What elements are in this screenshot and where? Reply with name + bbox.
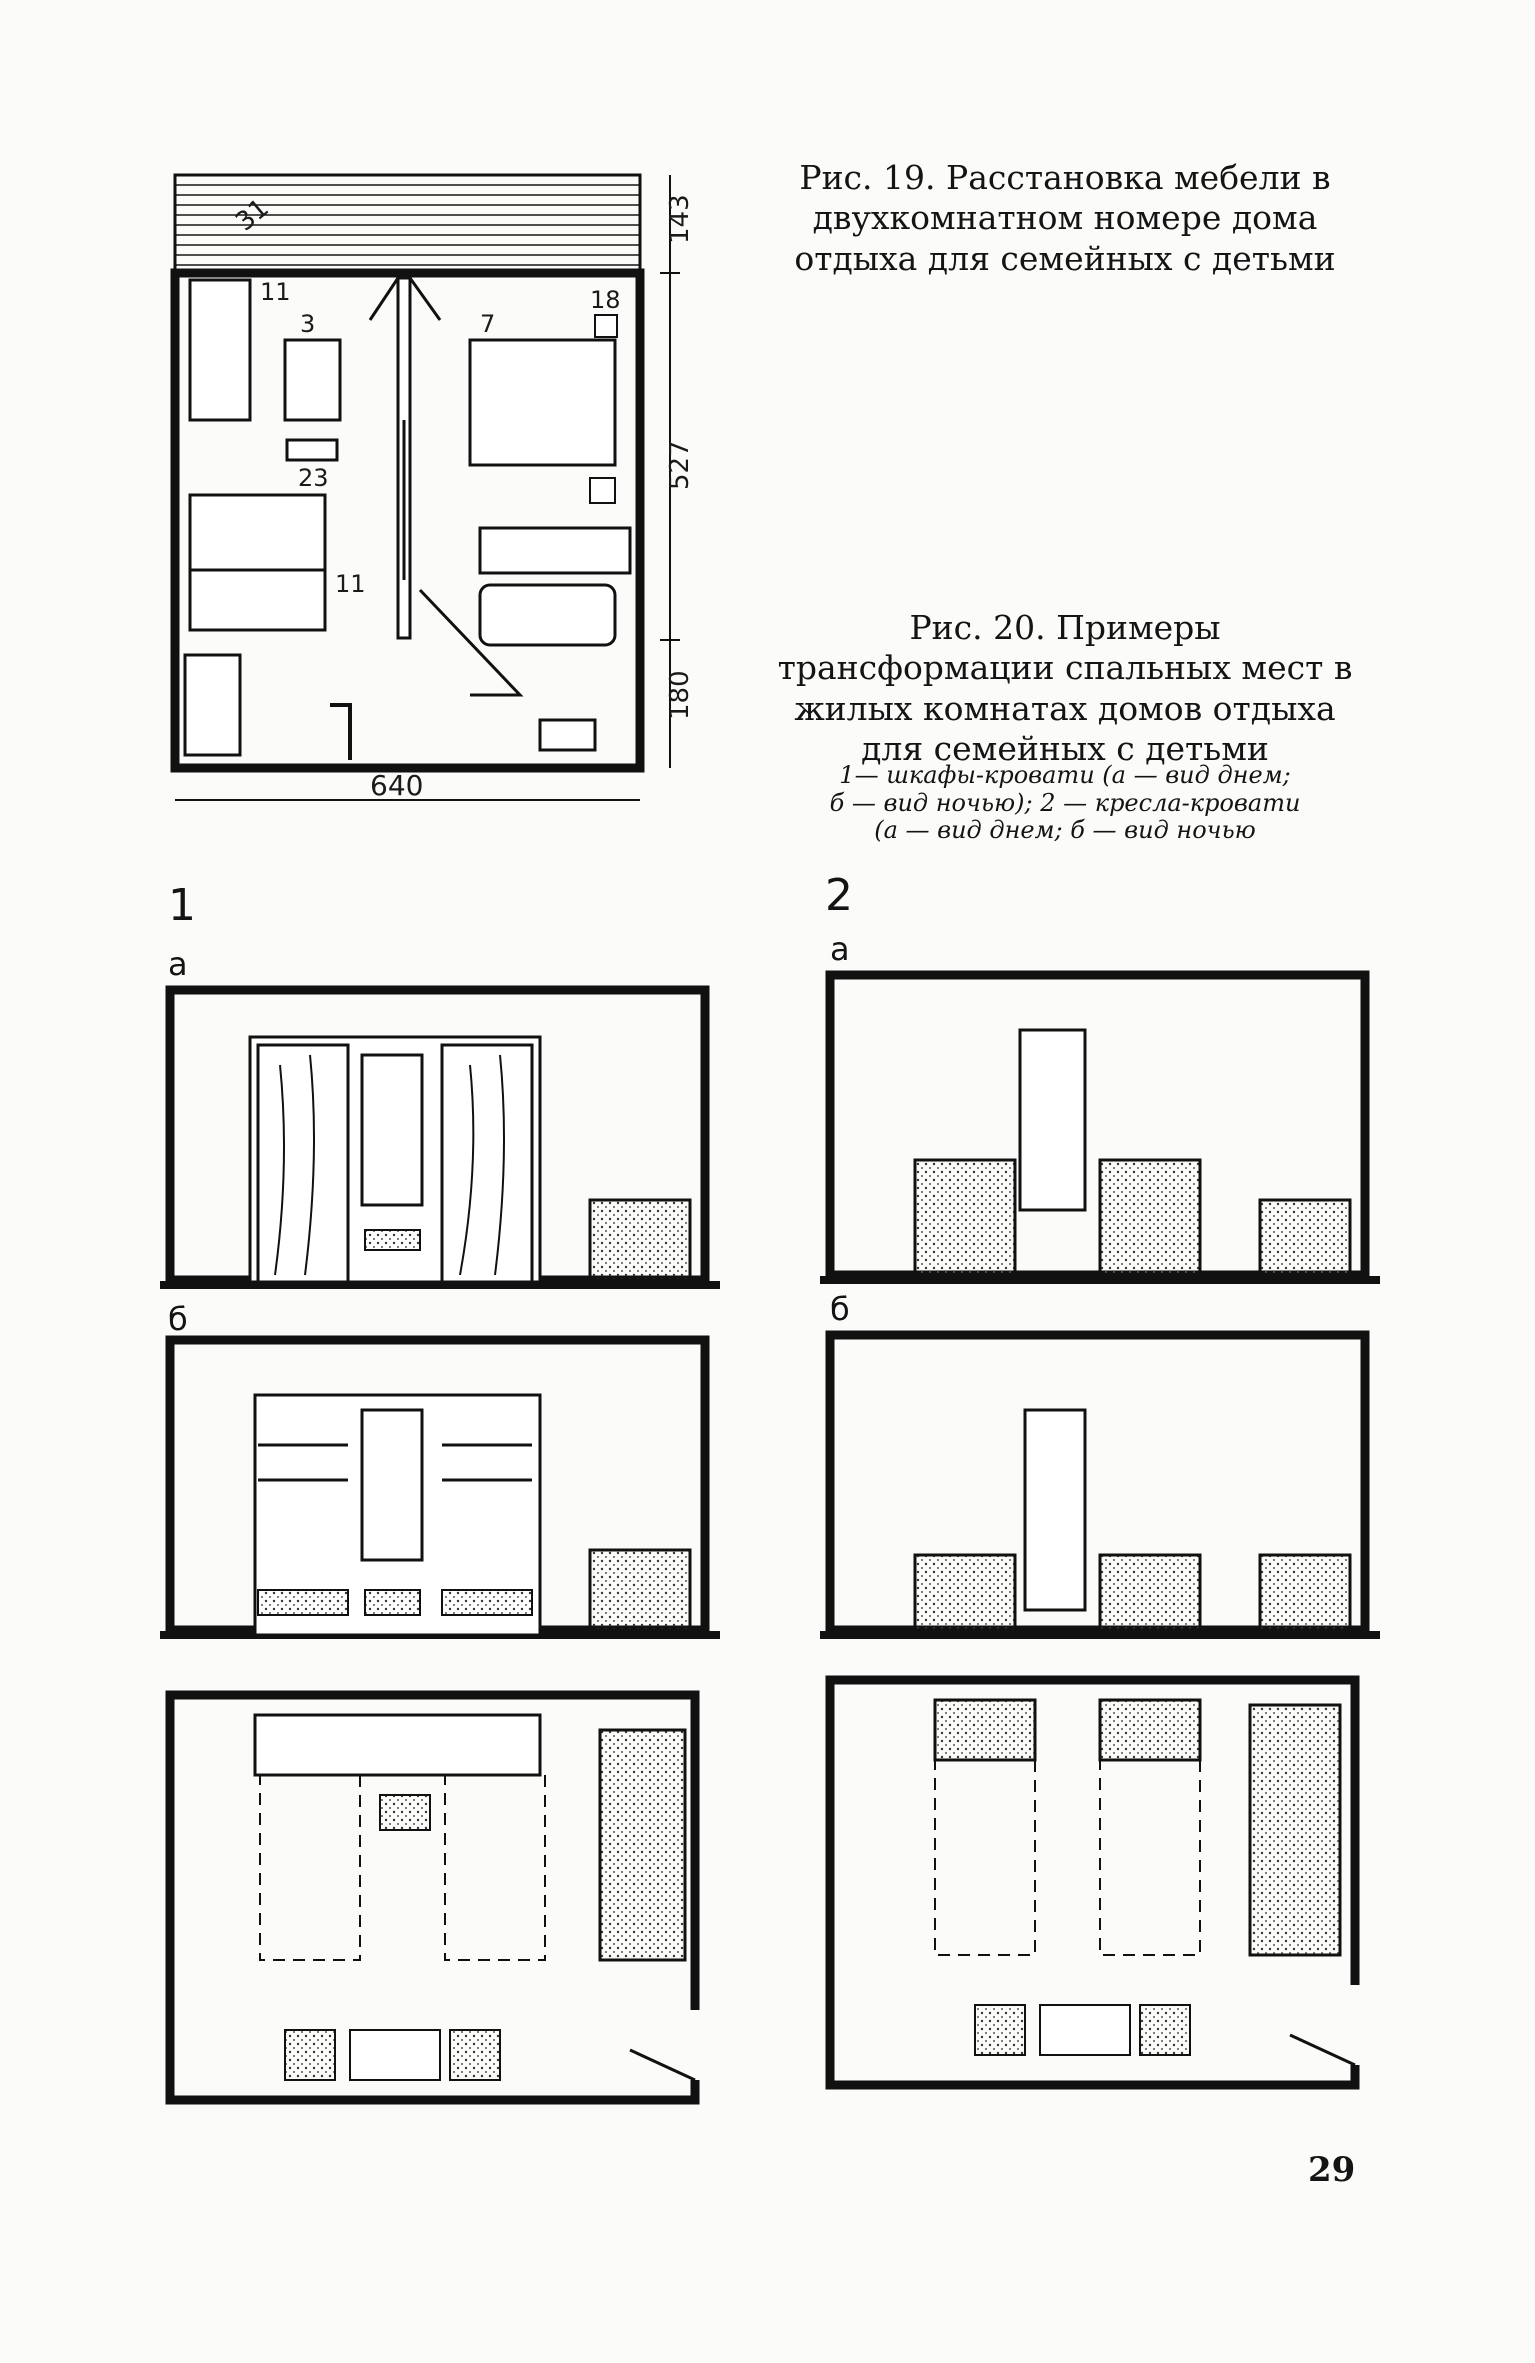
label-23: 23: [298, 464, 329, 492]
dimension-180: 180: [665, 670, 695, 720]
armchair-bed-plan: [825, 1675, 1360, 2090]
group-1-label-a: а: [168, 945, 188, 983]
wardrobe-bed-plan: [165, 1690, 700, 2105]
label-3: 3: [300, 310, 315, 338]
dimension-527: 527: [665, 440, 695, 490]
label-18: 18: [590, 286, 621, 314]
armchair-bed-day-view: [820, 970, 1380, 1284]
legend-line-2: б — вид ночью); 2 — кресла-кровати: [829, 788, 1301, 817]
dimension-143: 143: [665, 194, 695, 244]
figure-19-floor-plan: 31 11 3 7 18 23 11 640 143 527 180: [170, 173, 695, 802]
wardrobe-bed-night-view: [160, 1335, 720, 1639]
figure-19-caption: Рис. 19. Расстановка мебели в двухкомнат…: [794, 158, 1336, 278]
legend-line-1: 1— шкафы-кровати (а — вид днем;: [839, 761, 1291, 789]
wardrobe-bed-day-view: [160, 985, 720, 1289]
label-11-bottom: 11: [335, 570, 366, 598]
figure-20-caption: Рис. 20. Примеры трансформации спальных …: [777, 608, 1353, 768]
group-1-label-b: б: [168, 1300, 188, 1338]
group-1-number: 1: [168, 880, 196, 931]
label-11-top: 11: [260, 278, 291, 306]
figure-20-legend: 1— шкафы-кровати (а — вид днем; б — вид …: [770, 761, 1360, 845]
label-7: 7: [480, 310, 495, 338]
dimension-640: 640: [370, 769, 423, 802]
legend-line-3: (а — вид днем; б — вид ночью: [874, 816, 1256, 845]
group-2-label-b: б: [830, 1290, 850, 1328]
armchair-bed-night-view: [820, 1330, 1380, 1639]
group-2-label-a: а: [830, 930, 850, 968]
page-number: 29: [1308, 2150, 1356, 2190]
group-2-number: 2: [825, 870, 853, 921]
